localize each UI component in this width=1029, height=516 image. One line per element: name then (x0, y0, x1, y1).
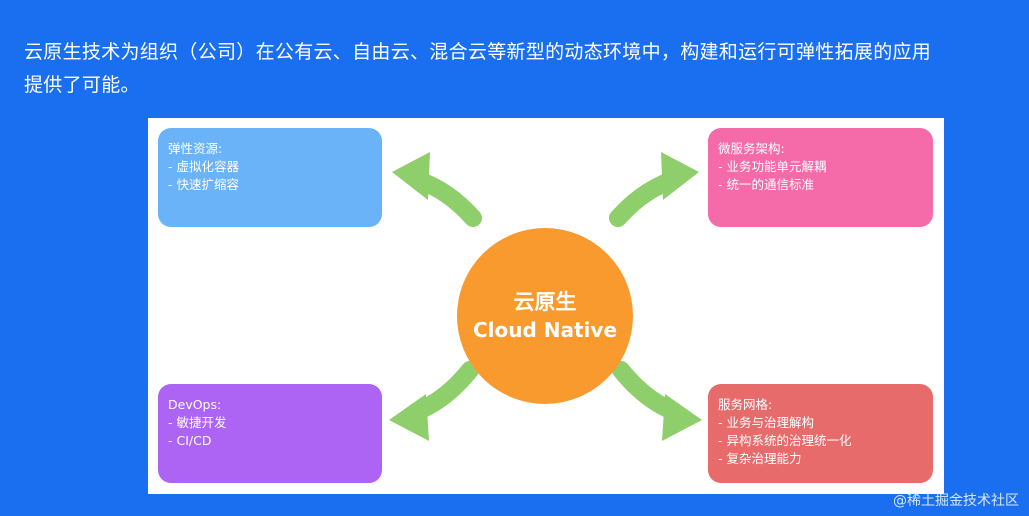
arrow-to-devops (389, 361, 479, 441)
box-item: - 敏捷开发 (168, 415, 227, 430)
watermark: @稀土掘金技术社区 (893, 493, 1019, 509)
intro-text: 云原生技术为组织（公司）在公有云、自由云、混合云等新型的动态环境中，构建和运行可… (24, 36, 1009, 102)
service-mesh-box: 服务网格: - 业务与治理解构 - 异构系统的治理统一化 - 复杂治理能力 (708, 384, 933, 483)
box-item: - 统一的通信标准 (718, 177, 814, 192)
cloud-native-circle: 云原生 Cloud Native (457, 228, 633, 404)
intro-line-2: 提供了可能。 (24, 74, 140, 96)
box-title: DevOps: (168, 397, 222, 412)
arrow-to-microservices (609, 152, 699, 227)
box-item: - 复杂治理能力 (718, 451, 802, 466)
cloud-native-diagram: 弹性资源: - 虚拟化容器 - 快速扩缩容 微服务架构: - 业务功能单元解耦 … (148, 118, 944, 494)
box-title: 服务网格: (718, 397, 773, 412)
box-item: - 快速扩缩容 (168, 177, 239, 192)
box-item: - 业务与治理解构 (718, 415, 814, 430)
box-title: 微服务架构: (718, 141, 785, 156)
devops-box: DevOps: - 敏捷开发 - CI/CD (158, 384, 382, 483)
center-title-en: Cloud Native (472, 318, 618, 342)
microservices-box: 微服务架构: - 业务功能单元解耦 - 统一的通信标准 (708, 128, 933, 227)
arrow-to-service-mesh (612, 361, 702, 441)
box-item: - 虚拟化容器 (168, 159, 239, 174)
box-item: - CI/CD (168, 433, 212, 448)
box-item: - 异构系统的治理统一化 (718, 433, 852, 448)
center-title-cn: 云原生 (513, 290, 577, 314)
arrow-to-elastic-resources (392, 152, 482, 227)
box-title: 弹性资源: (168, 141, 223, 156)
intro-line-1: 云原生技术为组织（公司）在公有云、自由云、混合云等新型的动态环境中，构建和运行可… (24, 41, 932, 63)
box-item: - 业务功能单元解耦 (718, 159, 827, 174)
elastic-resources-box: 弹性资源: - 虚拟化容器 - 快速扩缩容 (158, 128, 382, 227)
arrows-layer (389, 152, 702, 441)
